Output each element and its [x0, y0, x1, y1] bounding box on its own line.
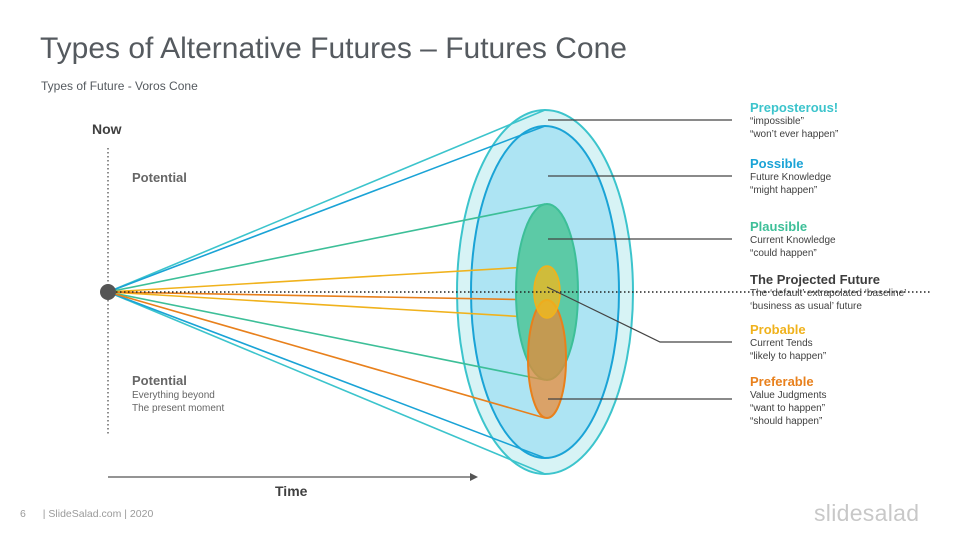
- footer: 6 | SlideSalad.com | 2020: [20, 508, 153, 520]
- label-probable-line-2: “likely to happen”: [750, 350, 827, 362]
- label-preferable: Preferable Value Judgments “want to happ…: [750, 373, 827, 428]
- now-label: Now: [92, 121, 122, 137]
- label-preferable-line-3: “should happen”: [750, 415, 823, 427]
- potential-bottom-line-1: Everything beyond: [132, 390, 215, 401]
- leader-probable: [546, 286, 732, 343]
- ray-possible-bottom: [107, 291, 546, 459]
- ray-plausible-bottom: [107, 291, 546, 381]
- ray-probable-bottom: [107, 291, 546, 319]
- label-probable-head: Probable: [750, 322, 806, 337]
- label-possible-line-1: Future Knowledge: [750, 172, 832, 183]
- page-number: 6: [20, 508, 26, 520]
- label-projected-head: The Projected Future: [750, 272, 881, 287]
- time-arrow-head: [470, 473, 478, 481]
- label-plausible-head: Plausible: [750, 219, 808, 234]
- ray-preposterous-bottom: [107, 291, 546, 475]
- label-plausible-line-1: Current Knowledge: [750, 235, 836, 246]
- label-probable: Probable Current Tends “likely to happen…: [750, 321, 826, 364]
- label-plausible: Plausible Current Knowledge “could happe…: [750, 218, 836, 261]
- label-projected-future: The Projected Future The ‘default’ extra…: [750, 271, 906, 314]
- label-possible-head: Possible: [750, 156, 804, 171]
- origin-point: [100, 284, 116, 300]
- label-plausible-line-2: “could happen”: [750, 247, 817, 259]
- label-possible-line-2: “might happen”: [750, 184, 818, 196]
- page-subtitle: Types of Future - Voros Cone: [41, 79, 198, 93]
- ray-preferable-bottom: [107, 291, 546, 419]
- label-projected-line-1: The ‘default’ extrapolated ‘baseline’: [750, 288, 907, 299]
- time-label: Time: [275, 483, 308, 499]
- footer-credit: | SlideSalad.com | 2020: [42, 508, 154, 520]
- label-preposterous-line-1: “impossible”: [750, 116, 804, 127]
- label-preferable-head: Preferable: [750, 374, 814, 389]
- label-probable-line-1: Current Tends: [750, 338, 813, 349]
- ray-plausible-top: [107, 203, 546, 293]
- label-possible: Possible Future Knowledge “might happen”: [750, 155, 831, 198]
- ray-preferable-top: [107, 291, 546, 301]
- slidesalad-logo: slidesalad: [814, 500, 920, 526]
- potential-top-head: Potential: [132, 170, 187, 185]
- ray-possible-top: [107, 125, 546, 293]
- leader-lines: [546, 119, 732, 400]
- label-preferable-line-2: “want to happen”: [750, 402, 826, 414]
- label-preposterous-head: Preposterous!: [750, 100, 839, 115]
- potential-bottom-line-2: The present moment: [132, 403, 225, 414]
- potential-top-label: Potential: [132, 170, 187, 186]
- potential-bottom-head: Potential: [132, 373, 187, 388]
- cone-rays: [107, 109, 546, 475]
- ray-preposterous-top: [107, 109, 546, 293]
- page-title: Types of Alternative Futures – Futures C…: [40, 32, 627, 65]
- label-projected-line-2: ‘business as usual’ future: [750, 300, 862, 312]
- label-preposterous-line-2: “won’t ever happen”: [750, 128, 839, 140]
- ray-probable-top: [107, 265, 546, 293]
- label-preferable-line-1: Value Judgments: [750, 390, 827, 401]
- label-preposterous: Preposterous! “impossible” “won’t ever h…: [750, 99, 838, 142]
- potential-bottom-label: Potential Everything beyond The present …: [132, 373, 224, 415]
